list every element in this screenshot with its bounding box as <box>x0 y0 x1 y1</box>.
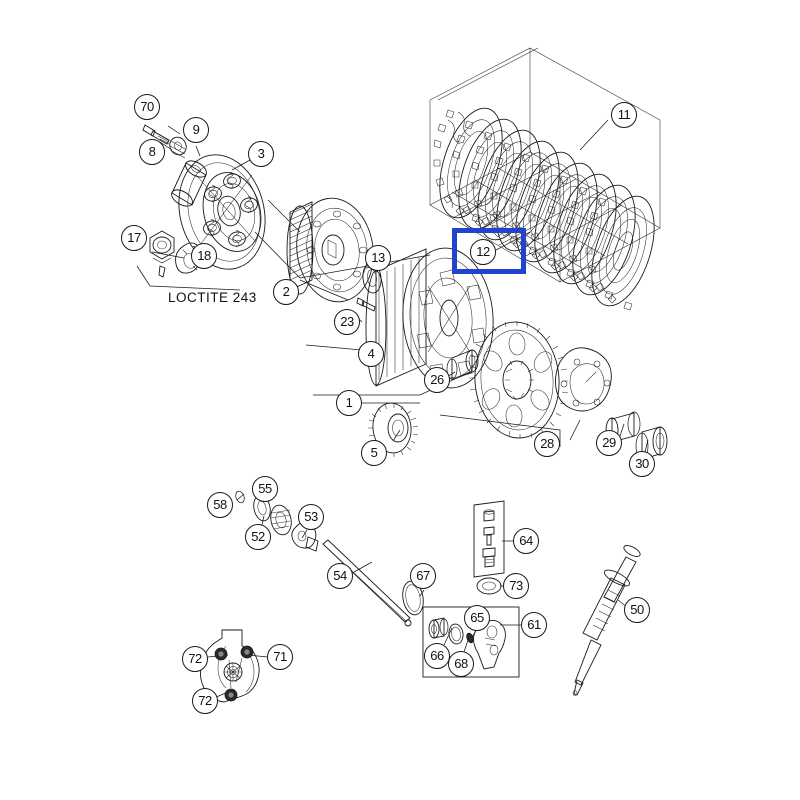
callout-66[interactable]: 66 <box>424 643 450 669</box>
part-52-bearing <box>270 504 292 536</box>
part-54-push-rod <box>322 539 412 627</box>
callout-64[interactable]: 64 <box>513 528 539 554</box>
part-68-pin <box>466 632 474 644</box>
callout-52[interactable]: 52 <box>245 524 271 550</box>
part-61-lever-arm <box>473 620 506 670</box>
part-58-circlip <box>235 490 245 504</box>
callout-50[interactable]: 50 <box>624 597 650 623</box>
part-8-washer <box>169 136 187 159</box>
callout-29[interactable]: 29 <box>596 430 622 456</box>
callout-68[interactable]: 68 <box>448 651 474 677</box>
part-11-12-clutch-plate-stack <box>429 47 661 311</box>
part-70-bolt <box>142 124 170 145</box>
callout-72[interactable]: 72 <box>192 688 218 714</box>
callout-72[interactable]: 72 <box>182 646 208 672</box>
callout-65[interactable]: 65 <box>464 605 490 631</box>
callout-30[interactable]: 30 <box>629 451 655 477</box>
callout-3[interactable]: 3 <box>248 141 274 167</box>
callout-8[interactable]: 8 <box>139 139 165 165</box>
callout-18[interactable]: 18 <box>191 243 217 269</box>
callout-67[interactable]: 67 <box>410 563 436 589</box>
part-2-inner-hub <box>286 197 374 303</box>
part-29-flange-plate <box>555 347 612 412</box>
callout-4[interactable]: 4 <box>358 341 384 367</box>
part-73-sealing-ring <box>476 577 502 595</box>
part-3-pressure-plate <box>178 154 266 270</box>
callout-11[interactable]: 11 <box>611 102 637 128</box>
selection-highlight-box[interactable] <box>452 228 526 274</box>
part-66-piston <box>428 617 449 639</box>
callout-28[interactable]: 28 <box>534 431 560 457</box>
part-28-driven-gear <box>469 321 569 439</box>
callout-71[interactable]: 71 <box>267 644 293 670</box>
callout-23[interactable]: 23 <box>334 309 360 335</box>
part-17-nut <box>149 230 175 264</box>
part-65-o-ring <box>448 623 464 645</box>
callout-61[interactable]: 61 <box>521 612 547 638</box>
loctite-note: LOCTITE 243 <box>168 290 257 305</box>
callout-58[interactable]: 58 <box>207 492 233 518</box>
callout-5[interactable]: 5 <box>361 440 387 466</box>
part-5-gear <box>368 402 419 457</box>
callout-53[interactable]: 53 <box>298 504 324 530</box>
callout-13[interactable]: 13 <box>365 245 391 271</box>
part-64-kit-box <box>473 500 505 578</box>
part-pin-small <box>158 265 166 278</box>
callout-54[interactable]: 54 <box>327 563 353 589</box>
part-71-72-bracket <box>199 629 260 703</box>
callout-17[interactable]: 17 <box>121 225 147 251</box>
callout-55[interactable]: 55 <box>252 476 278 502</box>
callout-73[interactable]: 73 <box>503 573 529 599</box>
callout-2[interactable]: 2 <box>273 279 299 305</box>
part-50-grease-syringe <box>572 545 641 696</box>
callout-9[interactable]: 9 <box>183 117 209 143</box>
callout-26[interactable]: 26 <box>424 367 450 393</box>
part-67-o-ring <box>402 580 424 616</box>
callout-12[interactable]: 12 <box>470 239 496 265</box>
callout-70[interactable]: 70 <box>134 94 160 120</box>
callout-1[interactable]: 1 <box>336 390 362 416</box>
part-23-pin <box>356 297 376 312</box>
